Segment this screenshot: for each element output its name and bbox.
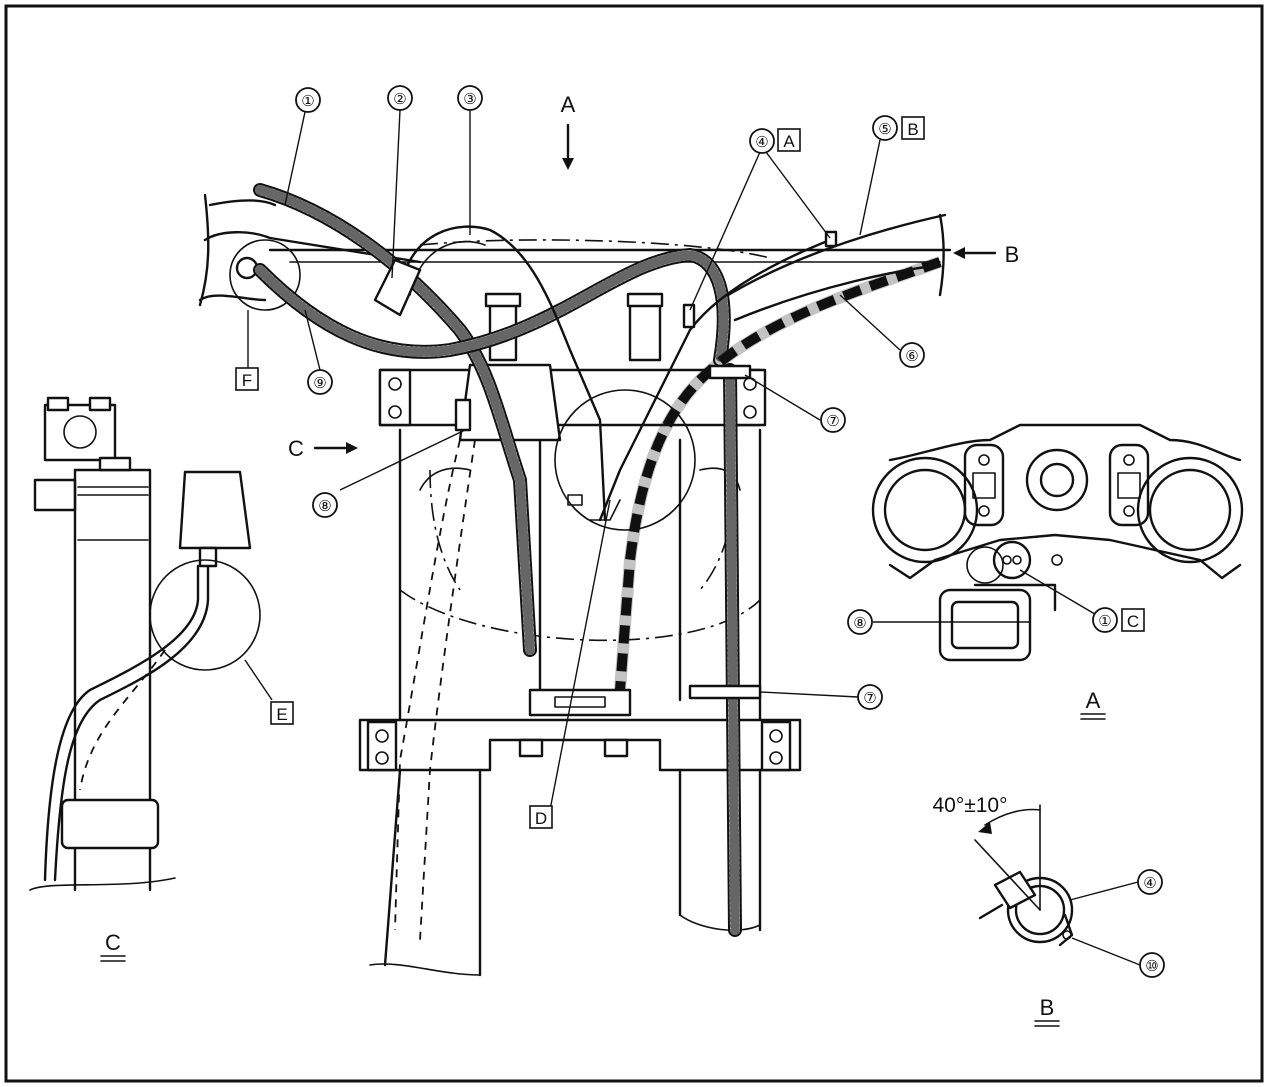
- view-title-b: B: [1034, 995, 1060, 1027]
- svg-text:⑨: ⑨: [313, 374, 326, 392]
- svg-text:D: D: [535, 809, 547, 828]
- main-assembly: [198, 183, 952, 977]
- callout-1-top: ①: [295, 87, 321, 113]
- svg-text:③: ③: [463, 90, 476, 108]
- svg-text:④: ④: [1143, 874, 1156, 892]
- callout-2: ②: [387, 85, 413, 111]
- callout-7-upper: ⑦: [820, 407, 846, 433]
- svg-text:C: C: [105, 930, 121, 955]
- view-arrow-a-label: A: [561, 92, 576, 117]
- callout-4-top: ④ A: [749, 128, 801, 154]
- callout-4-view-b: ④: [1137, 869, 1163, 895]
- view-c-detail: [29, 396, 261, 892]
- svg-text:⑩: ⑩: [1145, 957, 1158, 975]
- view-arrow-b-label: B: [1005, 242, 1020, 267]
- boxed-letter-f: F: [235, 367, 259, 391]
- boxed-letter-e: E: [270, 701, 294, 725]
- view-title-c: C: [100, 930, 126, 962]
- border: [4, 4, 1264, 1083]
- svg-text:A: A: [1086, 688, 1101, 713]
- boxed-letter-a: A: [783, 132, 795, 151]
- view-title-a: A: [1080, 688, 1106, 720]
- svg-text:①: ①: [1098, 612, 1111, 630]
- leader-lines: [244, 109, 1141, 966]
- boxed-letter-d: D: [529, 805, 553, 829]
- view-arrow-c-label: C: [288, 436, 304, 461]
- svg-text:④: ④: [755, 133, 768, 151]
- callout-3: ③: [457, 85, 483, 111]
- svg-text:⑦: ⑦: [863, 689, 876, 707]
- svg-text:B: B: [1040, 995, 1055, 1020]
- callout-10: ⑩: [1139, 952, 1165, 978]
- callout-6: ⑥: [899, 342, 925, 368]
- view-b-detail: [974, 804, 1074, 947]
- svg-text:⑥: ⑥: [905, 347, 918, 365]
- svg-text:⑧: ⑧: [853, 614, 866, 632]
- angle-spec: 40°±10°: [932, 794, 1007, 817]
- boxed-letter-b: B: [907, 120, 918, 139]
- svg-text:②: ②: [393, 90, 406, 108]
- svg-text:⑦: ⑦: [826, 412, 839, 430]
- callout-8-view-a: ⑧: [847, 609, 873, 635]
- svg-text:①: ①: [301, 92, 314, 110]
- svg-text:⑤: ⑤: [878, 120, 891, 138]
- callout-5: ⑤ B: [872, 115, 925, 141]
- svg-text:F: F: [242, 371, 252, 390]
- svg-text:⑧: ⑧: [318, 497, 331, 515]
- callout-9: ⑨: [307, 369, 333, 395]
- callouts: ① ② ③ ④ A ⑤ B ⑥ ⑦: [295, 85, 1165, 978]
- view-arrows: [313, 123, 997, 454]
- callout-1-view-a: ① C: [1092, 607, 1145, 633]
- view-a-detail: [871, 423, 1244, 662]
- boxed-letter-c: C: [1127, 612, 1139, 631]
- callout-8-main: ⑧: [312, 492, 338, 518]
- svg-text:E: E: [276, 705, 287, 724]
- callout-7-lower: ⑦: [857, 684, 883, 710]
